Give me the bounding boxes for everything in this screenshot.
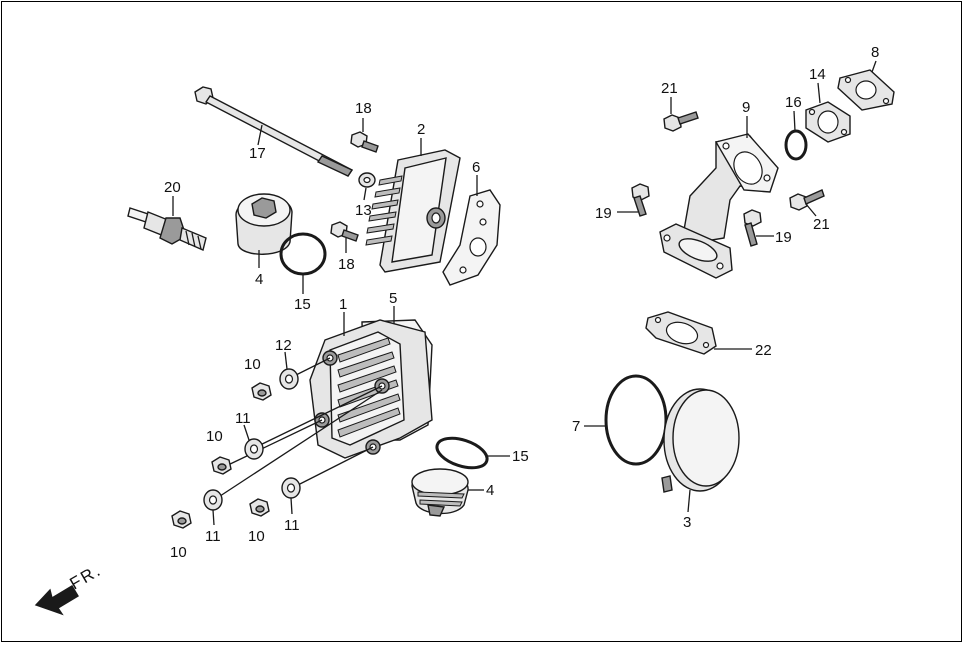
- part-9-intake-pipe: [659, 133, 779, 279]
- part-19-bolt-left: [631, 183, 650, 217]
- part-11-washer-a: [244, 438, 264, 460]
- part-15-o-ring-upper: [279, 232, 327, 276]
- part-13-washer: [358, 172, 376, 188]
- callout-19-left: 19: [595, 205, 612, 222]
- callout-21-upper: 21: [661, 80, 678, 97]
- part-12-washer: [279, 368, 299, 390]
- fastener-alignment-lines: [213, 357, 383, 501]
- callout-16: 16: [785, 94, 802, 111]
- part-10-bolt-a: [251, 382, 272, 401]
- part-16-o-ring: [784, 129, 808, 161]
- callout-15-upper: 15: [294, 296, 311, 313]
- part-18-bolt-upper: [350, 131, 379, 153]
- callout-10-b: 10: [206, 428, 223, 445]
- callout-11-a: 11: [235, 410, 251, 427]
- part-6-gasket: [442, 189, 501, 286]
- part-21-bolt-lower: [789, 189, 825, 211]
- part-4-plug-cap-upper: [235, 193, 293, 255]
- part-1-cylinder-head-cover: [309, 319, 433, 459]
- direction-label: FR.: [67, 560, 105, 593]
- part-20-spark-plug: [127, 207, 207, 251]
- head-cover-fins: [337, 337, 401, 438]
- callout-10-c: 10: [170, 544, 187, 561]
- forward-direction-indicator: FR.: [34, 560, 105, 616]
- part-11-washer-c: [281, 477, 301, 499]
- part-18-bolt-lower: [330, 221, 359, 242]
- part-8-gasket: [837, 69, 895, 111]
- callout-21-lower: 21: [813, 216, 830, 233]
- callout-7: 7: [572, 418, 580, 435]
- cover-fins: [365, 175, 403, 246]
- part-21-bolt-upper: [663, 111, 699, 132]
- callout-10-a: 10: [244, 356, 261, 373]
- forward-arrow-icon: [34, 585, 79, 616]
- part-17-stud-bolt: [194, 86, 354, 177]
- callout-9: 9: [742, 99, 750, 116]
- part-11-washer-b: [203, 489, 223, 511]
- part-10-bolt-b: [211, 456, 232, 475]
- callout-6: 6: [472, 159, 480, 176]
- callout-4-lower: 4: [486, 482, 494, 499]
- callout-19-right: 19: [775, 229, 792, 246]
- callout-13: 13: [355, 202, 372, 219]
- callout-10-d: 10: [248, 528, 265, 545]
- callout-1: 1: [339, 296, 347, 313]
- part-10-bolt-c: [171, 510, 192, 529]
- callout-17: 17: [249, 145, 266, 162]
- part-14-insulator: [805, 101, 851, 143]
- callout-15-lower: 15: [512, 448, 529, 465]
- part-2-side-cover: [365, 149, 461, 273]
- part-10-bolt-d: [249, 498, 270, 517]
- callout-14: 14: [809, 66, 826, 83]
- part-19-bolt-right: [743, 209, 762, 247]
- part-22-gasket: [645, 311, 717, 355]
- part-7-large-o-ring: [604, 374, 668, 466]
- callout-11-c: 11: [284, 517, 300, 534]
- callout-labels: 17 18 2 6 20 13 18 4 15 1 5 12 10 11 10 …: [164, 44, 879, 561]
- callout-5: 5: [389, 290, 397, 307]
- part-3-cover-disc: [661, 388, 740, 493]
- callout-4-upper: 4: [255, 271, 263, 288]
- callout-3: 3: [683, 514, 691, 531]
- part-4-filler-cap-lower: [411, 468, 469, 517]
- callout-2: 2: [417, 121, 425, 138]
- callout-12: 12: [275, 337, 292, 354]
- callout-18-lower: 18: [338, 256, 355, 273]
- callout-20: 20: [164, 179, 181, 196]
- callout-11-b: 11: [205, 528, 221, 545]
- callout-leader-lines: [172, 60, 877, 526]
- callout-18-upper: 18: [355, 100, 372, 117]
- callout-8: 8: [871, 44, 879, 61]
- callout-22: 22: [755, 342, 772, 359]
- part-15-o-ring-lower: [435, 436, 489, 470]
